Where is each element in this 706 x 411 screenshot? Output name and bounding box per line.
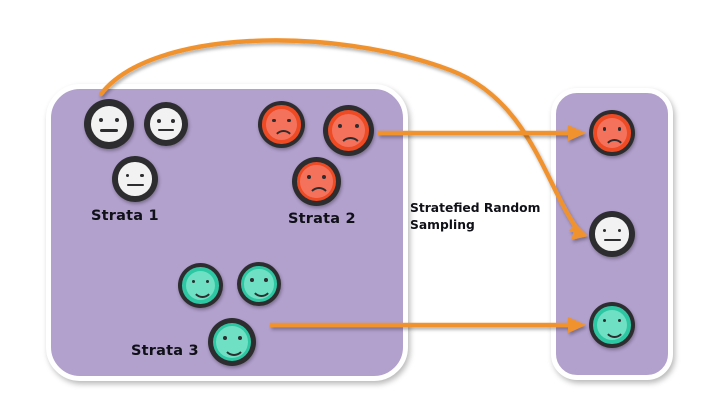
right-eye-icon (617, 127, 622, 131)
left-eye-icon (602, 228, 607, 233)
left-eye-icon (222, 335, 227, 340)
happy-face-icon (589, 302, 635, 348)
sampling-caption: Stratefied Random Sampling (410, 200, 550, 234)
strata-3-label: Strata 3 (131, 343, 199, 359)
strata-2-label: Strata 2 (288, 211, 356, 227)
right-eye-icon (205, 279, 210, 284)
neutral-face-icon (84, 99, 134, 149)
left-eye-icon (250, 278, 254, 282)
right-eye-icon (617, 318, 622, 323)
strata-1-label: Strata 1 (91, 208, 159, 224)
smile-mouth-icon (192, 287, 213, 298)
smile-mouth-icon (603, 327, 625, 338)
smile-mouth-icon (250, 286, 272, 297)
neutral-mouth-icon (126, 183, 144, 187)
left-eye-icon (602, 127, 607, 131)
right-eye-icon (237, 335, 242, 340)
left-eye-icon (602, 318, 607, 323)
sampling-caption-line-1: Stratefied Random (410, 201, 541, 215)
neutral-mouth-icon (158, 128, 174, 132)
sad-face-icon (258, 101, 305, 148)
sampling-caption-line-2: Sampling (410, 218, 475, 232)
neutral-face-icon (589, 211, 635, 257)
sad-face-icon (292, 157, 341, 206)
right-eye-icon (617, 228, 622, 233)
right-eye-icon (171, 119, 175, 123)
left-eye-icon (157, 119, 161, 123)
neutral-face-icon (112, 156, 158, 202)
left-eye-icon (191, 279, 196, 284)
smile-mouth-icon (223, 344, 245, 356)
frown-mouth-icon (604, 138, 625, 150)
right-eye-icon (264, 278, 268, 282)
neutral-mouth-icon (100, 129, 118, 132)
left-eye-icon (306, 175, 311, 180)
happy-face-icon (178, 263, 223, 308)
right-eye-icon (354, 124, 359, 129)
face-inner (150, 108, 182, 140)
right-eye-icon (114, 118, 119, 123)
neutral-face-icon (144, 102, 188, 146)
face-inner (118, 162, 152, 196)
face-inner (595, 217, 629, 251)
happy-face-icon (208, 318, 256, 366)
happy-face-icon (237, 262, 281, 306)
sad-face-icon (589, 110, 635, 156)
sad-face-icon (323, 105, 374, 156)
neutral-mouth-icon (603, 238, 621, 242)
face-inner (91, 106, 127, 142)
